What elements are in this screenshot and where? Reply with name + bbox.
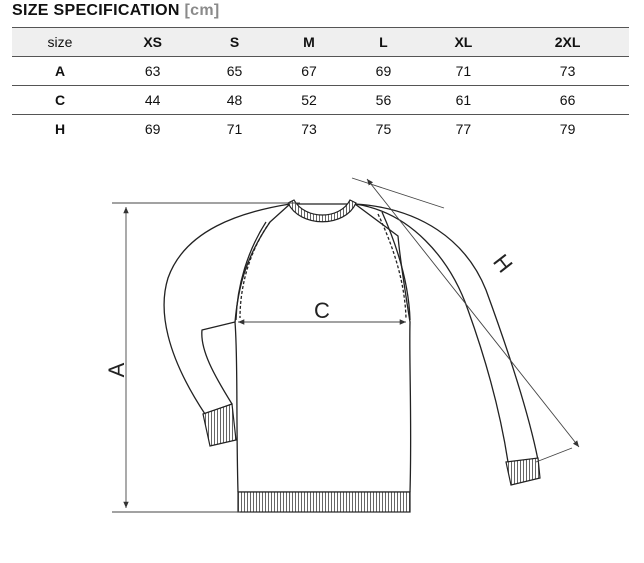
- cell-h-l: 75: [375, 121, 392, 137]
- cell-c-xl: 61: [420, 85, 507, 115]
- label-a: A: [104, 362, 129, 377]
- cell-c-l: 56: [346, 85, 421, 115]
- cell-a-m: 67: [271, 56, 347, 86]
- row-label-a: A: [12, 56, 108, 86]
- sweatshirt-outline: [163, 203, 539, 493]
- row-label-c: C: [12, 85, 108, 115]
- measurement-a: [112, 202, 300, 513]
- cell-c-2xl: 66: [506, 85, 629, 115]
- cell-a-s: 65: [197, 56, 272, 86]
- header-xs: XS: [108, 27, 198, 57]
- cell-h-2xl: 79: [559, 121, 576, 137]
- header-2xl: 2XL: [506, 27, 629, 57]
- right-cuff-rib: [505, 457, 541, 486]
- cell-h-xl: 77: [455, 121, 472, 137]
- cell-a-l: 69: [346, 56, 421, 86]
- collar-rib: [287, 199, 357, 223]
- table-row-c: C 44 48 52 56 61 66: [12, 85, 629, 115]
- cell-h-m: 73: [301, 121, 317, 137]
- cell-a-2xl: 73: [506, 56, 629, 86]
- label-h: H: [488, 249, 517, 277]
- row-label-h: H: [54, 121, 66, 137]
- cell-h-s: 71: [226, 121, 243, 137]
- header-size: size: [12, 27, 108, 57]
- cell-a-xl: 71: [420, 56, 507, 86]
- size-header-row: size XS S M L XL 2XL: [12, 27, 629, 57]
- header-l: L: [346, 27, 421, 57]
- header-s: S: [197, 27, 272, 57]
- sweatshirt-measurement-diagram: A C H: [104, 177, 580, 513]
- label-c: C: [314, 298, 330, 323]
- table-row-a: A 63 65 67 69 71 73: [12, 56, 629, 86]
- waistband-rib: [237, 491, 411, 513]
- header-m: M: [271, 27, 347, 57]
- measurement-h: [351, 177, 580, 463]
- table-row-h: H 69 71 73 75 77 79: [12, 115, 629, 144]
- cell-h-xs: 69: [144, 121, 161, 137]
- title-unit: [cm]: [184, 2, 220, 19]
- size-table: size XS S M L XL 2XL A 63 65 67 69 71 73…: [12, 27, 629, 143]
- header-xl: XL: [420, 27, 507, 57]
- title-text: SIZE SPECIFICATION: [12, 2, 180, 19]
- cell-c-xs: 44: [108, 85, 198, 115]
- cell-c-m: 52: [271, 85, 347, 115]
- cell-a-xs: 63: [108, 56, 198, 86]
- size-specification-title: SIZE SPECIFICATION [cm]: [12, 2, 220, 20]
- left-cuff-rib: [202, 403, 237, 447]
- cell-c-s: 48: [197, 85, 272, 115]
